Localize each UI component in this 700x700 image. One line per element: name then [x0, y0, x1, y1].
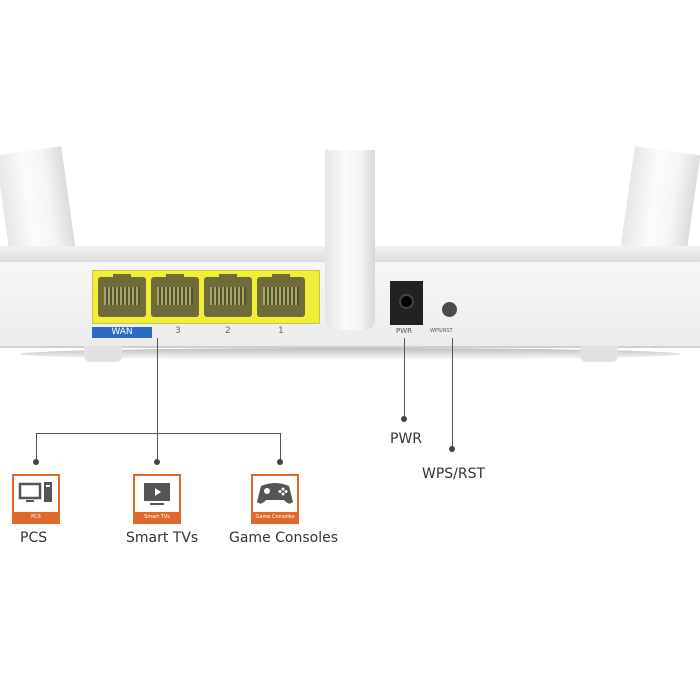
ethernet-port-wan [98, 274, 146, 317]
pcs-tag: PCS [14, 512, 58, 522]
ethernet-port-3 [151, 274, 199, 317]
connector-dot [401, 416, 407, 422]
router-foot [580, 346, 618, 362]
connector-dot [449, 446, 455, 452]
router-foot [84, 346, 122, 362]
pwr-panel-label: PWR [396, 327, 413, 335]
ethernet-ports [92, 270, 320, 324]
pcs-label: PCS [20, 530, 48, 546]
wps-reset-button [442, 302, 457, 317]
power-jack [390, 281, 423, 325]
smart-tvs-tag: Smart TVs [135, 512, 179, 522]
wps-panel-label: WPS/RST [430, 328, 453, 334]
computer-icon [18, 482, 52, 502]
port-label: 1 [278, 326, 284, 336]
connector-dot [277, 459, 283, 465]
game-consoles-card: Game Consoles [251, 474, 299, 524]
wps-callout: WPS/RST [422, 466, 486, 482]
game-consoles-tag: Game Consoles [253, 512, 297, 522]
middle-antenna-base [325, 246, 375, 330]
connector-line [280, 433, 281, 461]
pwr-callout: PWR [390, 431, 423, 447]
wan-label: WAN [92, 327, 152, 338]
ethernet-port-1 [257, 274, 305, 317]
connector-line [36, 433, 281, 434]
port-label: 3 [175, 326, 181, 336]
game-consoles-label: Game Consoles [229, 530, 338, 546]
gamepad-icon [257, 483, 293, 504]
smart-tvs-label: Smart TVs [126, 530, 199, 546]
ethernet-port-2 [204, 274, 252, 317]
smart-tvs-card: Smart TVs [133, 474, 181, 524]
port-label: 2 [225, 326, 231, 336]
wps-callout-line [452, 338, 453, 448]
connector-dot [154, 459, 160, 465]
connector-dot [33, 459, 39, 465]
pcs-card: PCS [12, 474, 60, 524]
tv-icon [144, 483, 170, 505]
connector-line [36, 433, 37, 461]
connector-line [157, 433, 158, 461]
connector-line [157, 338, 158, 434]
router-shadow [20, 348, 680, 360]
pwr-callout-line [404, 338, 405, 418]
